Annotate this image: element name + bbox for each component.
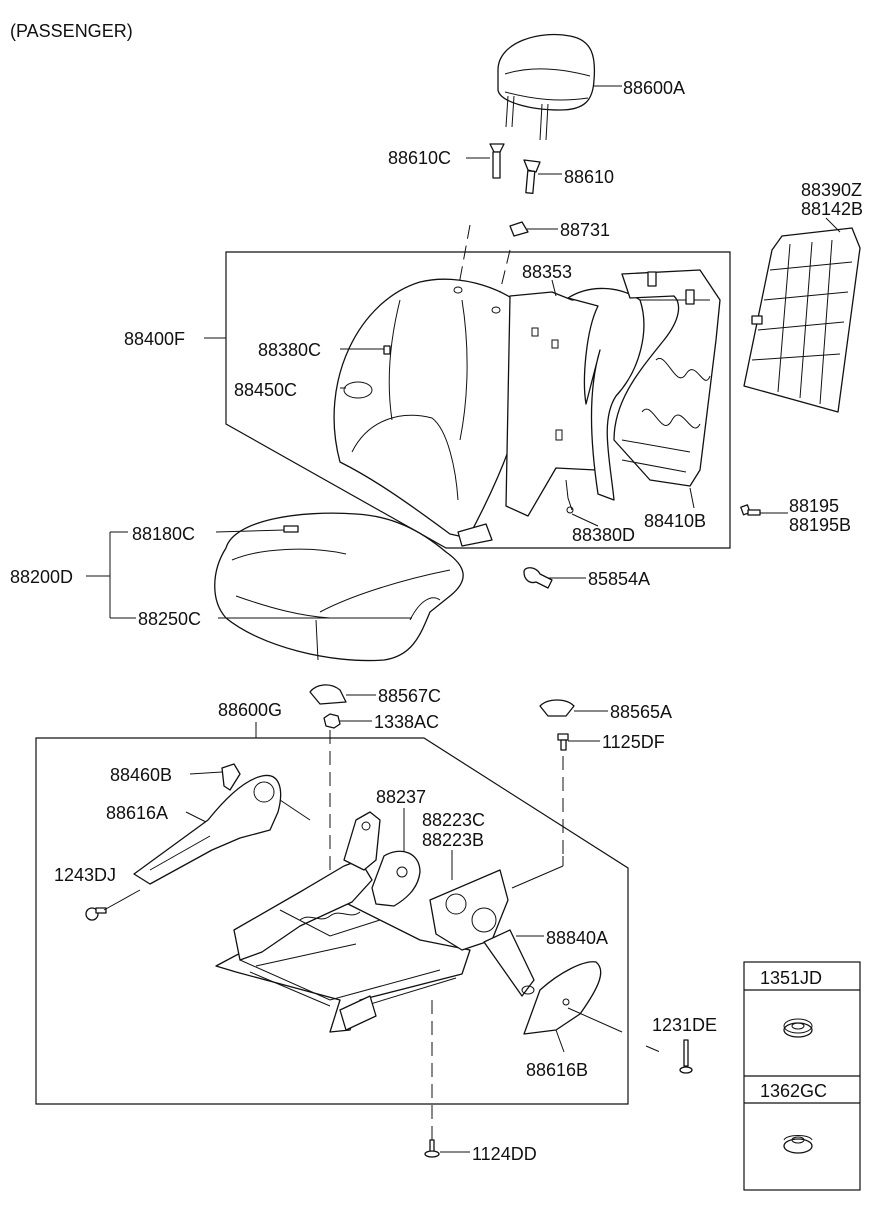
headrest-guide-88610 xyxy=(523,159,541,194)
legend-item-1362GC: 1362GC xyxy=(760,1081,827,1101)
bolt-88195 xyxy=(740,504,761,516)
label-1124DD: 1124DD xyxy=(472,1144,537,1164)
screw-1243DJ xyxy=(85,907,107,921)
label-88195: 88195 xyxy=(789,496,839,516)
back-frame-88410B xyxy=(567,269,721,501)
label-88400F: 88400F xyxy=(124,329,185,349)
clip-88731 xyxy=(509,221,529,237)
label-88567C: 88567C xyxy=(378,686,441,706)
label-88450C: 88450C xyxy=(234,380,297,400)
label-88410B: 88410B xyxy=(644,511,706,531)
label-88250C: 88250C xyxy=(138,609,201,629)
label-88840A: 88840A xyxy=(546,928,608,948)
washer-1351JD-icon xyxy=(783,1018,813,1038)
back-assembly-outline xyxy=(225,251,731,549)
label-88237: 88237 xyxy=(376,787,426,807)
label-88223C: 88223C xyxy=(422,810,485,830)
back-cover-88400F xyxy=(333,278,532,547)
legend-item-1351JD: 1351JD xyxy=(760,968,822,988)
label-88600G: 88600G xyxy=(218,700,282,720)
back-board-88390Z xyxy=(743,227,861,413)
cover-88567C xyxy=(309,684,347,705)
label-88460B: 88460B xyxy=(110,765,172,785)
label-88223B: 88223B xyxy=(422,830,484,850)
seat-track-frame xyxy=(215,859,509,1033)
headrest-drawing xyxy=(497,33,596,141)
bolt-1124DD xyxy=(424,1139,440,1158)
nut-1338AC xyxy=(323,713,341,729)
passenger-caption: (PASSENGER) xyxy=(10,21,133,41)
side-cover-88616A xyxy=(133,774,282,885)
track-assembly-outline xyxy=(35,737,629,1105)
label-1338AC: 1338AC xyxy=(374,712,439,732)
headrest-guide-88610C xyxy=(489,143,505,179)
label-88610: 88610 xyxy=(564,167,614,187)
washer-1362GC-icon xyxy=(783,1135,813,1154)
label-88731: 88731 xyxy=(560,220,610,240)
label-1231DE: 1231DE xyxy=(652,1015,717,1035)
bracket-88223C xyxy=(371,850,421,907)
label-88353: 88353 xyxy=(522,262,572,282)
label-88616B: 88616B xyxy=(526,1060,588,1080)
handle-88840A xyxy=(483,929,535,997)
label-85854A: 85854A xyxy=(588,569,650,589)
label-88142B: 88142B xyxy=(801,199,863,219)
label-88200D: 88200D xyxy=(10,567,73,587)
legend-table: 1351JD 1362GC xyxy=(743,961,861,1191)
label-88616A: 88616A xyxy=(106,803,168,823)
label-1125DF: 1125DF xyxy=(602,732,665,752)
label-88380D: 88380D xyxy=(572,525,635,545)
label-88380C: 88380C xyxy=(258,340,321,360)
seat-cushion-88200D xyxy=(214,512,464,662)
label-1243DJ: 1243DJ xyxy=(54,865,116,885)
label-88600A: 88600A xyxy=(623,78,685,98)
lever-88460B xyxy=(221,763,241,791)
label-88610C: 88610C xyxy=(388,148,451,168)
clip-85854A xyxy=(523,567,553,589)
recliner-88237 xyxy=(343,811,381,871)
label-88195B: 88195B xyxy=(789,515,851,535)
label-88390Z: 88390Z xyxy=(801,180,862,200)
side-cover-88616B xyxy=(523,961,602,1035)
label-88565A: 88565A xyxy=(610,702,672,722)
label-88180C: 88180C xyxy=(132,524,195,544)
screw-1231DE xyxy=(679,1039,693,1074)
cover-88565A xyxy=(539,699,575,717)
bolt-1125DF xyxy=(557,733,569,751)
